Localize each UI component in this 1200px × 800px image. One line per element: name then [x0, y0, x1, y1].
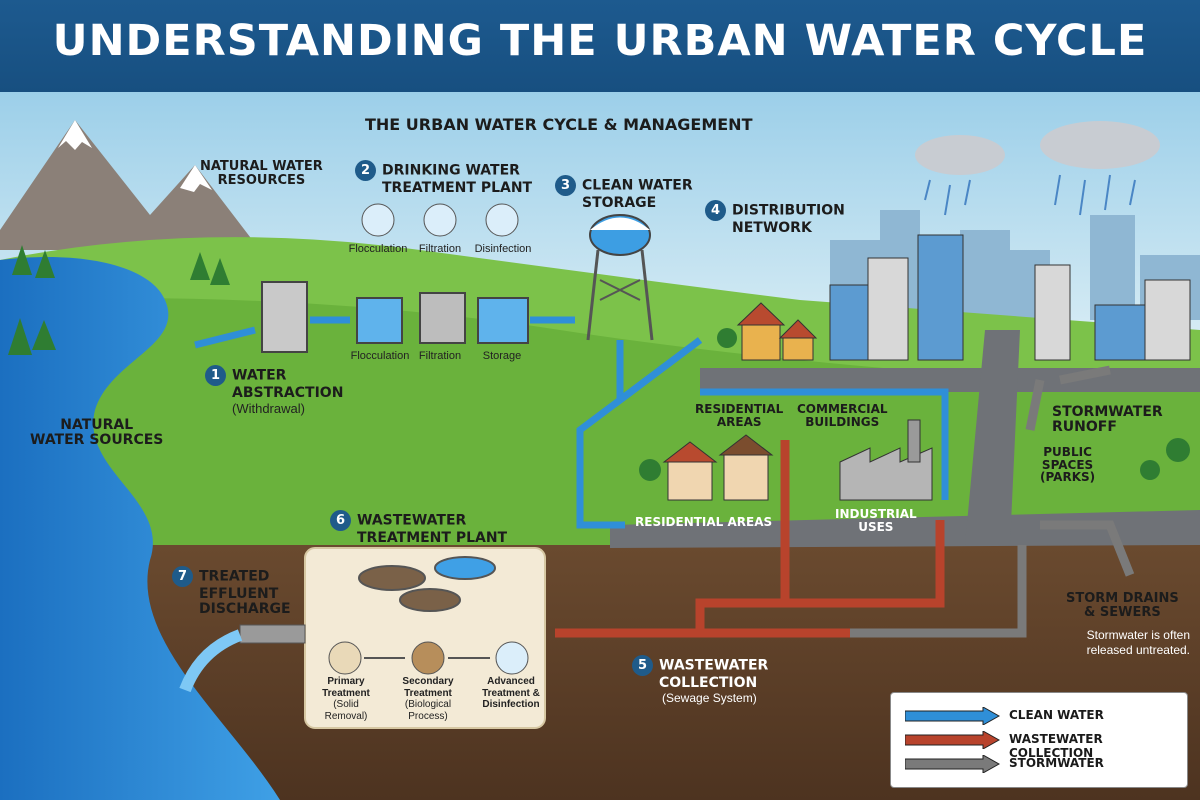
icon-label-flocculation: Flocculation [340, 243, 416, 255]
step-5-note: (Sewage System) [662, 691, 757, 705]
legend-stormwater: STORMWATER [905, 755, 1185, 773]
step-number: 2 [355, 160, 376, 181]
step-number: 3 [555, 175, 576, 196]
drinking-treatment-icons [362, 204, 518, 236]
diagram-subtitle: THE URBAN WATER CYCLE & MANAGEMENT [365, 117, 752, 134]
step-number: 4 [705, 200, 726, 221]
step-number: 5 [632, 655, 653, 676]
step-number: 7 [172, 566, 193, 587]
legend-arrow-waste [905, 731, 1000, 749]
icon-label-filtration: Filtration [408, 243, 472, 255]
step-number: 1 [205, 365, 226, 386]
label-residential-areas-road: RESIDENTIAL AREAS [635, 516, 772, 529]
step-1-note: (Withdrawal) [232, 401, 305, 416]
legend-label: STORMWATER [1009, 756, 1104, 770]
legend-wastewater: WASTEWATER COLLECTION [905, 731, 1185, 749]
icon-label-disinfection: Disinfection [470, 243, 536, 255]
stage-label-filtration: Filtration [408, 350, 472, 362]
page-title: UNDERSTANDING THE URBAN WATER CYCLE [0, 16, 1200, 66]
legend: CLEAN WATER WASTEWATER COLLECTION STORMW… [890, 692, 1188, 788]
stage-label-flocculation: Flocculation [342, 350, 418, 362]
title-banner: UNDERSTANDING THE URBAN WATER CYCLE [0, 0, 1200, 92]
legend-label: CLEAN WATER [1009, 708, 1104, 722]
step-number: 6 [330, 510, 351, 531]
label-storm-drains-sewers: STORM DRAINS& SEWERS [1066, 592, 1179, 619]
legend-clean-water: CLEAN WATER [905, 707, 1185, 725]
stage-label-storage: Storage [472, 350, 532, 362]
legend-arrow-clean [905, 707, 1000, 725]
legend-arrow-storm [905, 755, 1000, 773]
